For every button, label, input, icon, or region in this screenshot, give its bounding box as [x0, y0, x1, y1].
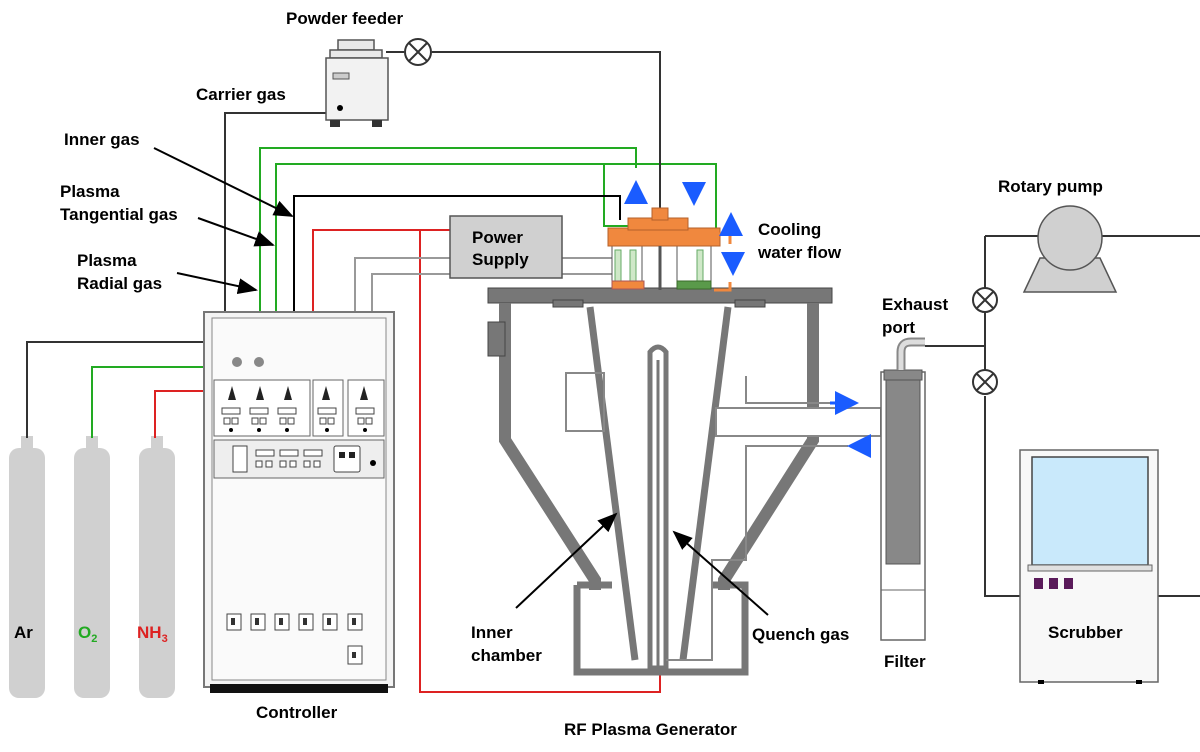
gas-cylinders: Ar O2 NH3 — [9, 436, 175, 698]
inner-chamber-label-2: chamber — [471, 646, 542, 665]
inner-gas-label: Inner gas — [64, 130, 140, 149]
o2-cylinder — [74, 436, 110, 698]
exhaust-port-label-1: Exhaust — [882, 295, 948, 314]
nh3-cylinder — [139, 436, 175, 698]
scrubber — [1019, 449, 1159, 684]
inner-gas-line — [293, 195, 621, 315]
power-red-line-top — [312, 229, 450, 315]
power-supply — [449, 215, 563, 279]
quench-gas-label: Quench gas — [752, 625, 849, 644]
feeder-valve — [404, 38, 432, 66]
power-line-a — [354, 257, 450, 315]
ar-cylinder — [9, 436, 45, 698]
pump-valve-bottom — [972, 369, 998, 395]
pump-valve-top — [972, 287, 998, 313]
controller-label: Controller — [256, 703, 338, 722]
rf-plasma-chamber — [487, 287, 882, 676]
power-supply-label-1: Power — [472, 228, 523, 247]
ar-label: Ar — [14, 623, 33, 642]
cooling-label-1: Cooling — [758, 220, 821, 239]
cooling-label-2: water flow — [757, 243, 842, 262]
rotary-pump — [1022, 205, 1118, 293]
powder-feeder — [325, 39, 389, 127]
plasma-torch — [607, 180, 745, 292]
exhaust-port-label-2: port — [882, 318, 915, 337]
rf-plasma-generator-label: RF Plasma Generator — [564, 720, 737, 739]
power-line-b — [371, 273, 450, 315]
inner-chamber-label-1: Inner — [471, 623, 513, 642]
plasma-tangential-label-2: Tangential gas — [60, 205, 178, 224]
rotary-pump-label: Rotary pump — [998, 177, 1103, 196]
nh3-label: NH3 — [137, 623, 168, 645]
power-red-line-bottom — [419, 230, 661, 693]
annotation-arrows — [153, 147, 769, 616]
filter-label: Filter — [884, 652, 926, 671]
feeder-line-b — [432, 51, 661, 215]
scrubber-label: Scrubber — [1048, 623, 1123, 642]
filter-unit — [880, 337, 926, 641]
o2-line — [91, 366, 205, 438]
nh3-line — [154, 390, 205, 438]
pump-piping — [925, 235, 1200, 597]
controller-cabinet — [203, 311, 395, 693]
plasma-tangential-label-1: Plasma — [60, 182, 120, 201]
powder-feeder-label: Powder feeder — [286, 9, 404, 28]
carrier-gas-line — [224, 112, 327, 315]
power-supply-label-2: Supply — [472, 250, 529, 269]
carrier-gas-label: Carrier gas — [196, 85, 286, 104]
plasma-radial-label-2: Radial gas — [77, 274, 162, 293]
plasma-radial-label-1: Plasma — [77, 251, 137, 270]
ar-line — [26, 341, 205, 438]
o2-label: O2 — [78, 623, 97, 645]
